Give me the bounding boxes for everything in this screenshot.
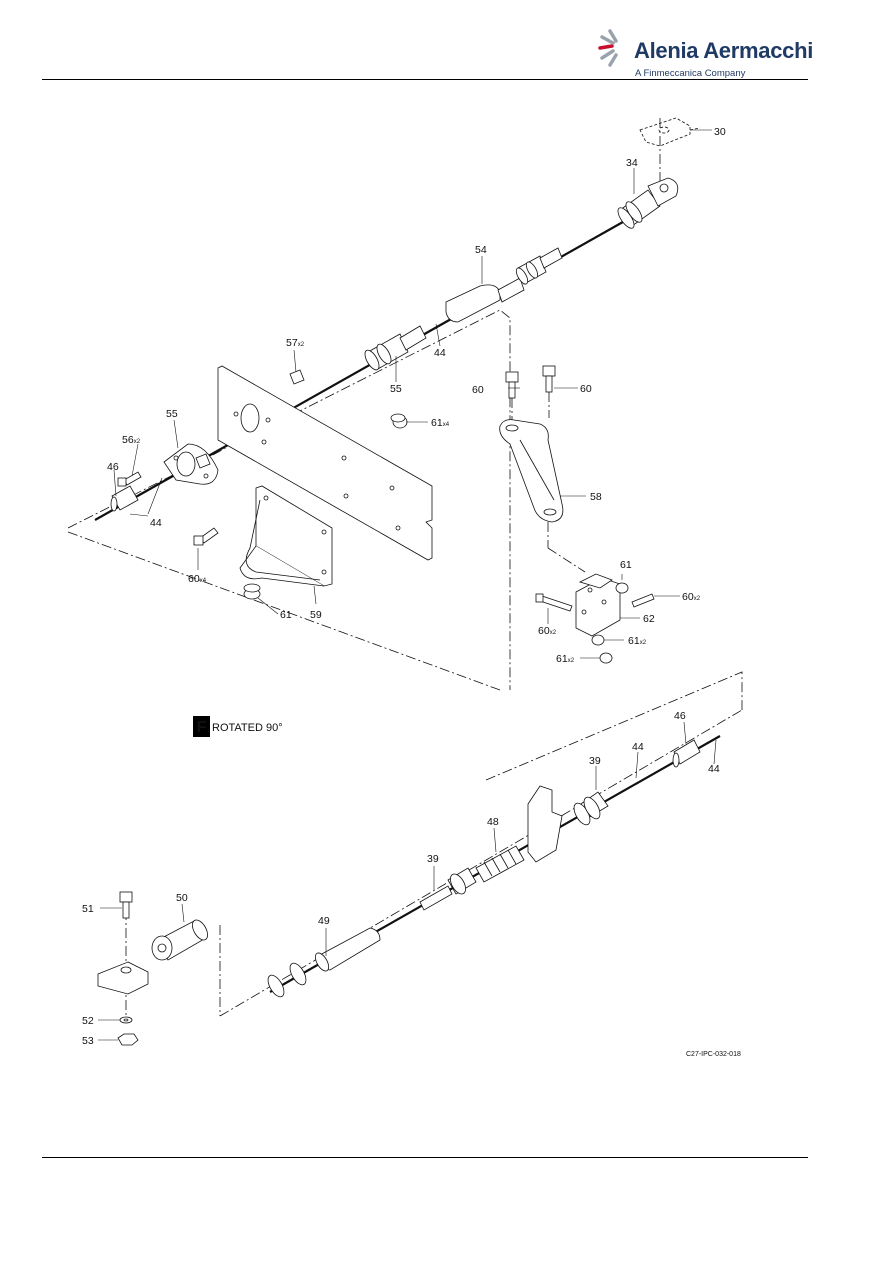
view-letter: F xyxy=(197,719,207,736)
callout-56: 56x2 xyxy=(122,434,141,446)
view-f-marker: F ROTATED 90° xyxy=(193,716,283,737)
callout-60-b: 60 xyxy=(580,383,592,395)
logo-tagline: A Finmeccanica Company xyxy=(635,68,746,79)
company-logo: Alenia Aermacchi A Finmeccanica Company xyxy=(596,28,813,82)
callout-46-lower: 46 xyxy=(674,710,686,722)
bolt-51 xyxy=(119,891,133,919)
callout-46-upper: 46 xyxy=(107,461,119,473)
leader-lines xyxy=(98,129,717,1041)
sleeve-46-upper xyxy=(110,485,139,512)
header-rule xyxy=(42,79,808,80)
callout-62: 62 xyxy=(643,613,655,625)
nut-61-upper xyxy=(390,413,408,429)
fitting-39-lower xyxy=(419,867,477,911)
nut-61-bracket-b xyxy=(591,634,605,646)
nut-53 xyxy=(117,1033,139,1046)
callout-61-upper: 61x4 xyxy=(431,417,450,429)
nut-57 xyxy=(289,369,305,385)
callout-54: 54 xyxy=(475,244,487,256)
conduit-54 xyxy=(445,247,563,323)
footer-rule xyxy=(42,1157,808,1158)
callout-60-a: 60 xyxy=(472,384,484,396)
clevis xyxy=(97,961,149,995)
nut-61-bracket-c xyxy=(599,652,613,664)
fitting-30 xyxy=(639,117,701,147)
figure-id: C27-IPC-032-018 xyxy=(686,1051,741,1058)
callout-30: 30 xyxy=(714,126,726,138)
callouts: 30 34 54 44 57x2 55 60 60 55 61x4 56x2 4… xyxy=(82,126,726,1047)
callout-61-d: 61x2 xyxy=(628,635,647,647)
callout-51: 51 xyxy=(82,903,94,915)
callout-53: 53 xyxy=(82,1035,94,1047)
callout-61-bracket: 61 xyxy=(280,609,292,621)
bolt-60-upper-a xyxy=(505,371,519,399)
bolt-60-upper-b xyxy=(542,365,556,393)
bolt-60-bracket-right xyxy=(631,593,655,608)
conduit-49 xyxy=(267,927,381,998)
callout-44-d: 44 xyxy=(708,763,720,775)
fitting-39-upper xyxy=(573,791,609,826)
lever-58 xyxy=(499,419,564,523)
bracket-62 xyxy=(575,573,621,637)
callout-61-c: 61 xyxy=(620,559,632,571)
nut-61-bracket-a xyxy=(615,582,629,594)
callout-55-upper: 55 xyxy=(390,383,402,395)
callout-44-upper: 44 xyxy=(434,347,446,359)
callout-60-c: 60x4 xyxy=(188,573,207,585)
callout-34: 34 xyxy=(626,157,638,169)
logo-mark-icon xyxy=(598,29,618,67)
bulkhead-panel xyxy=(217,365,433,561)
callout-39-lower: 39 xyxy=(427,853,439,865)
callout-50: 50 xyxy=(176,892,188,904)
rod-end-34 xyxy=(617,177,679,229)
view-label: ROTATED 90° xyxy=(212,722,283,734)
callout-57: 57x2 xyxy=(286,337,305,349)
callout-39-upper: 39 xyxy=(589,755,601,767)
logo-name: Alenia Aermacchi xyxy=(634,38,814,63)
callout-49: 49 xyxy=(318,915,330,927)
bolt-56 xyxy=(117,471,142,487)
callout-60-e: 60x2 xyxy=(538,625,557,637)
callout-55-lower: 55 xyxy=(166,408,178,420)
callout-59: 59 xyxy=(310,609,322,621)
callout-61-e: 61x2 xyxy=(556,653,575,665)
view-boundary xyxy=(67,118,743,1018)
callout-58: 58 xyxy=(590,491,602,503)
callout-48: 48 xyxy=(487,816,499,828)
bolt-60-left xyxy=(193,527,219,546)
bracket-59 xyxy=(239,485,333,587)
nut-61-bracket xyxy=(243,583,261,600)
callout-44-lower: 44 xyxy=(150,517,162,529)
fitting-55-upper xyxy=(364,325,427,371)
washer-52 xyxy=(119,1016,133,1024)
mount-bracket-lower xyxy=(527,785,563,863)
rod-end-50 xyxy=(151,919,208,961)
callout-52: 52 xyxy=(82,1015,94,1027)
callout-44-c: 44 xyxy=(632,741,644,753)
bolt-60-bracket-left xyxy=(535,593,573,612)
callout-60-d: 60x2 xyxy=(682,591,701,603)
sleeve-46-lower xyxy=(672,739,701,768)
bellows-48 xyxy=(475,845,525,883)
flange-55-lower xyxy=(163,443,219,485)
